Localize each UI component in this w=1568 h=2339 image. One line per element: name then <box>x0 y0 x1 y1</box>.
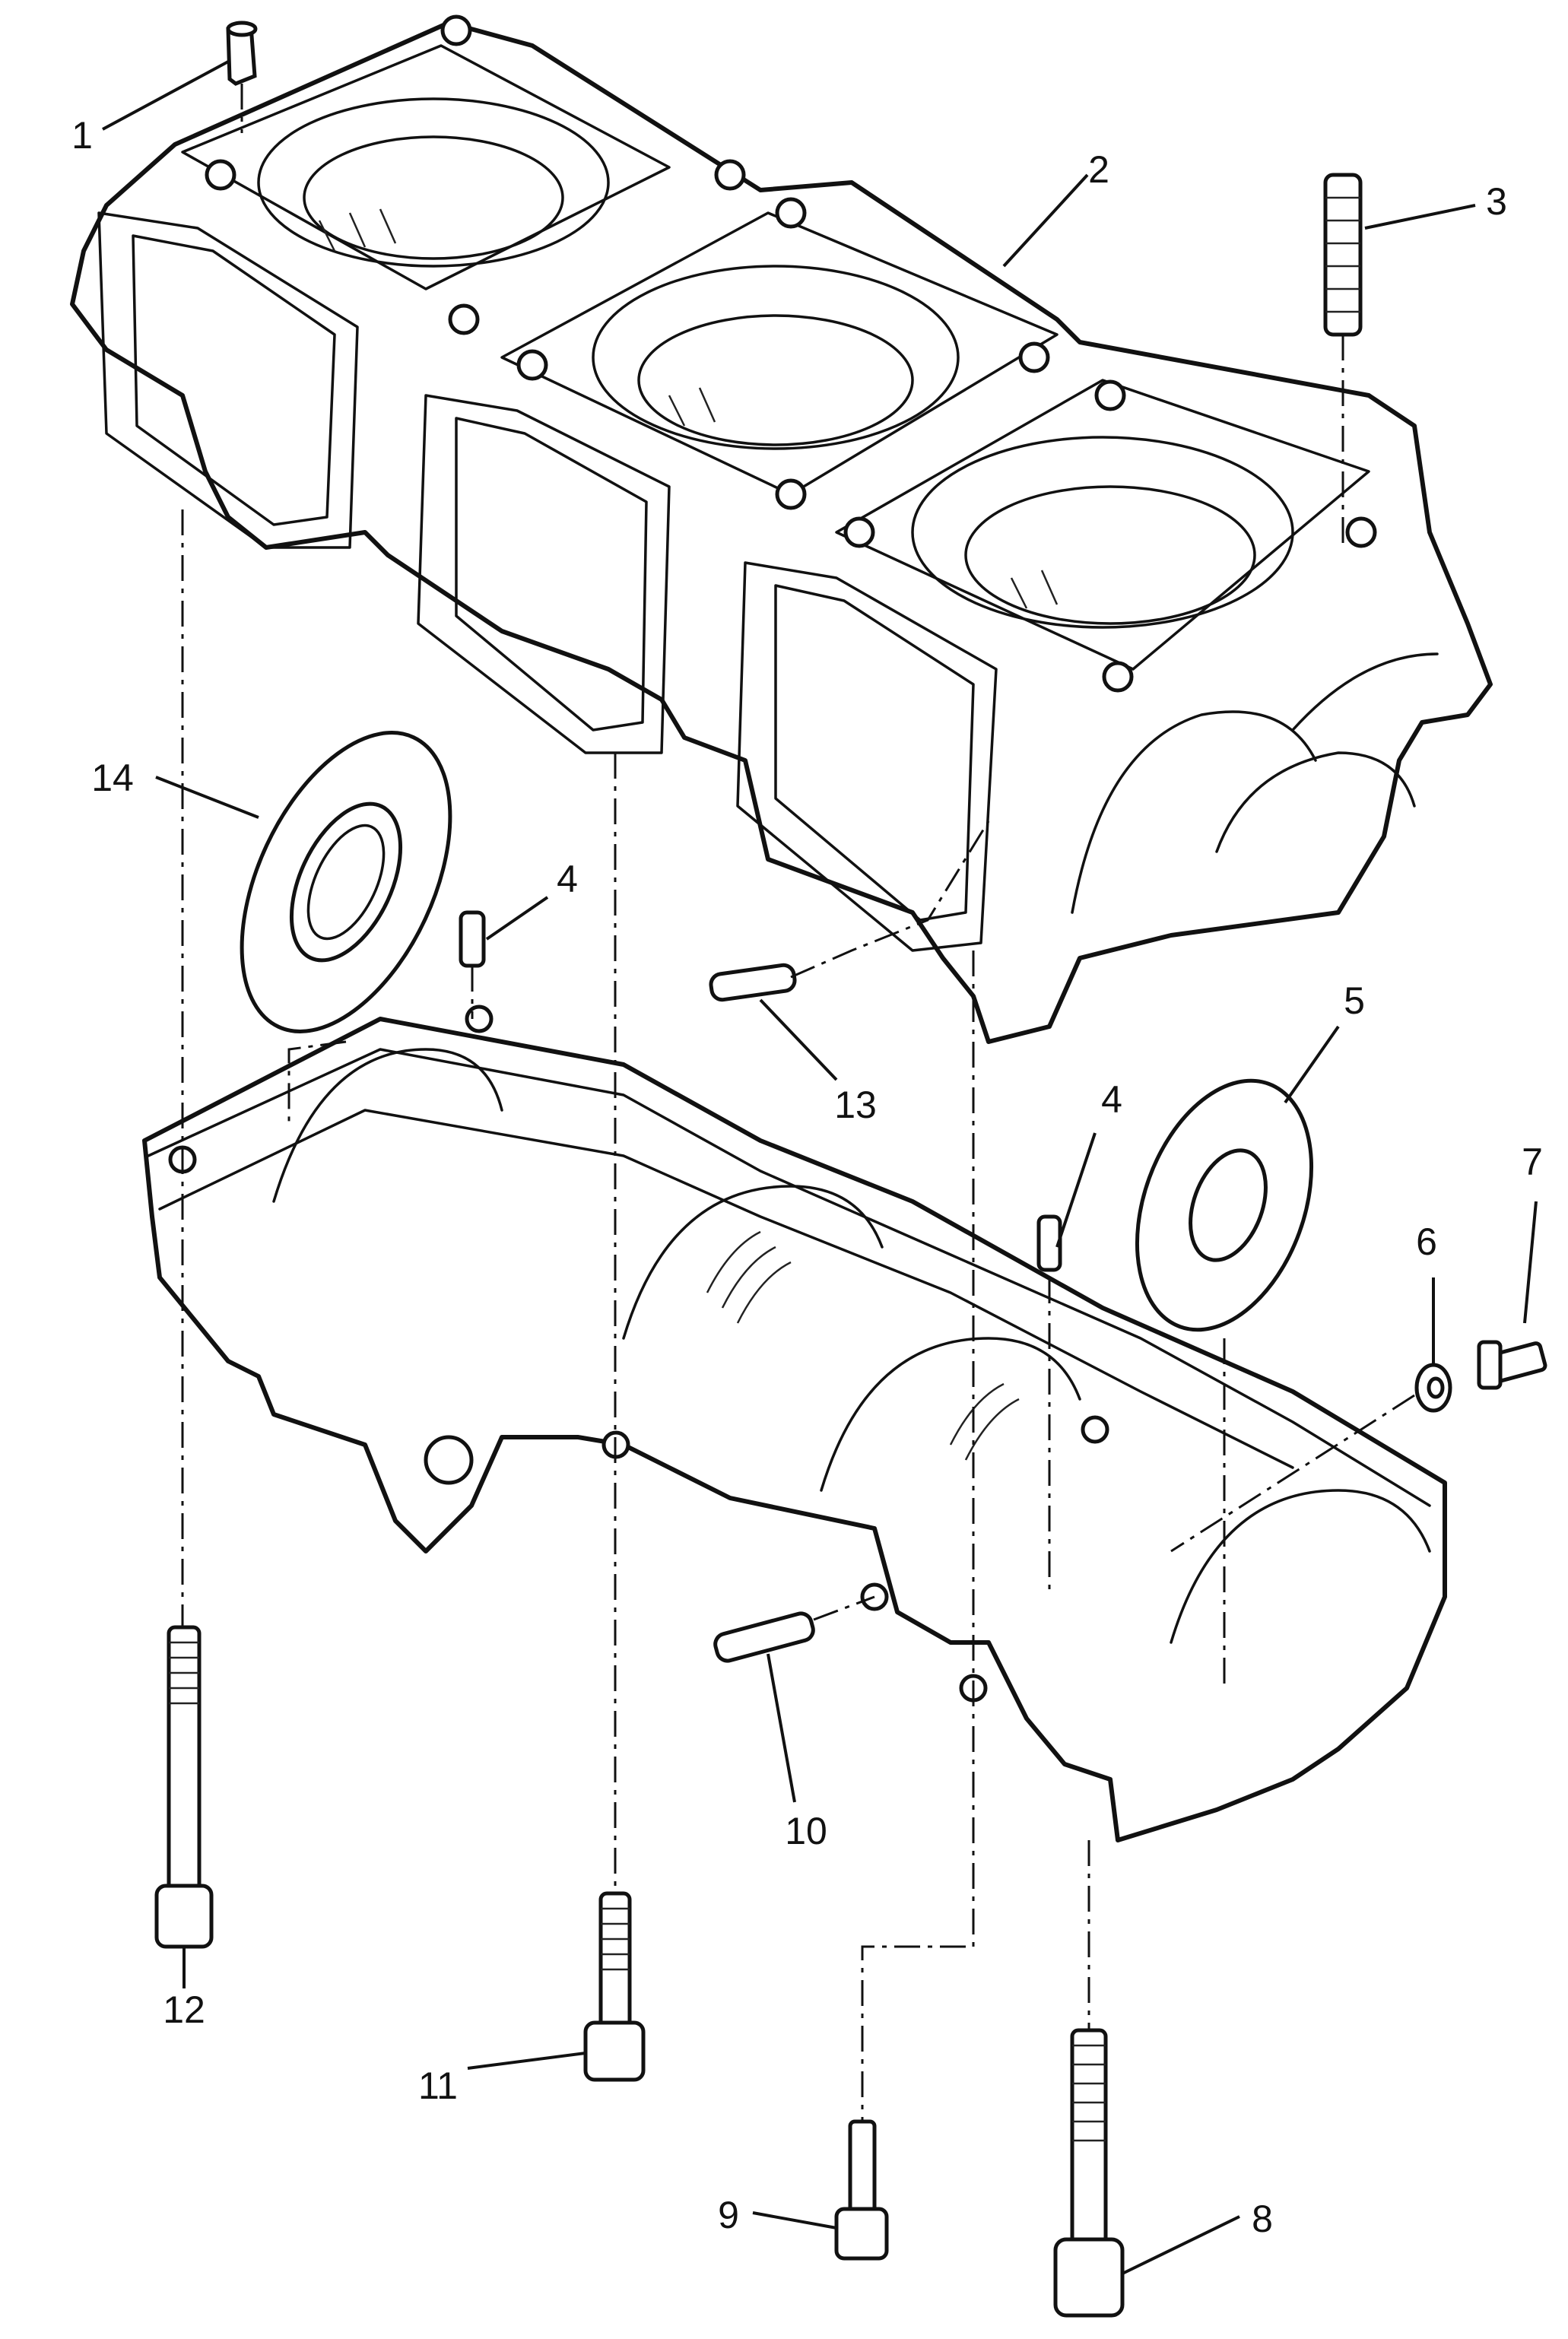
part-5-seal <box>1135 1078 1314 1332</box>
callout-10: 10 <box>785 1810 827 1852</box>
callout-3: 3 <box>1486 180 1507 223</box>
callout-7: 7 <box>1522 1141 1543 1183</box>
part-8-bolt <box>1053 2028 1125 2318</box>
part-7-bolt <box>1477 1340 1547 1390</box>
part-3-stud <box>1323 173 1363 337</box>
callout-9: 9 <box>718 2194 739 2236</box>
part-10-pin <box>713 1611 815 1663</box>
intake-port-frames <box>97 211 998 952</box>
lower-case-holes <box>168 1004 1109 1703</box>
callout-5: 5 <box>1344 979 1365 1022</box>
part-6-washer <box>1414 1363 1452 1413</box>
callout-12: 12 <box>163 1988 205 2031</box>
callout-13: 13 <box>834 1084 877 1126</box>
callout-2: 2 <box>1088 148 1109 191</box>
stud-holes <box>205 14 1377 693</box>
callout-11: 11 <box>418 2064 458 2107</box>
part-4-dowel-upper <box>459 910 486 968</box>
callout-14: 14 <box>91 757 134 799</box>
upper-crankcase <box>70 14 1493 1044</box>
part-4-dowel-lower <box>1036 1214 1062 1272</box>
callout-4-upper: 4 <box>557 858 578 900</box>
callout-6: 6 <box>1416 1220 1437 1263</box>
part-1-plug <box>226 21 258 86</box>
assembly-axes <box>181 84 1415 2122</box>
callout-4-lower: 4 <box>1101 1078 1122 1121</box>
callout-1: 1 <box>71 114 93 157</box>
leader-lines <box>102 59 1538 2275</box>
part-13-dowel-pin <box>709 963 797 1002</box>
lower-crankcase <box>142 1004 1447 1842</box>
part-14-seal <box>240 731 452 1033</box>
part-9-bolt <box>834 2119 889 2261</box>
callout-labels: 1 2 3 4 4 5 6 7 8 9 10 11 12 13 14 <box>71 114 1543 2240</box>
callout-8: 8 <box>1252 2198 1273 2240</box>
part-11-bolt <box>583 1891 646 2082</box>
part-12-bolt <box>154 1625 214 1949</box>
